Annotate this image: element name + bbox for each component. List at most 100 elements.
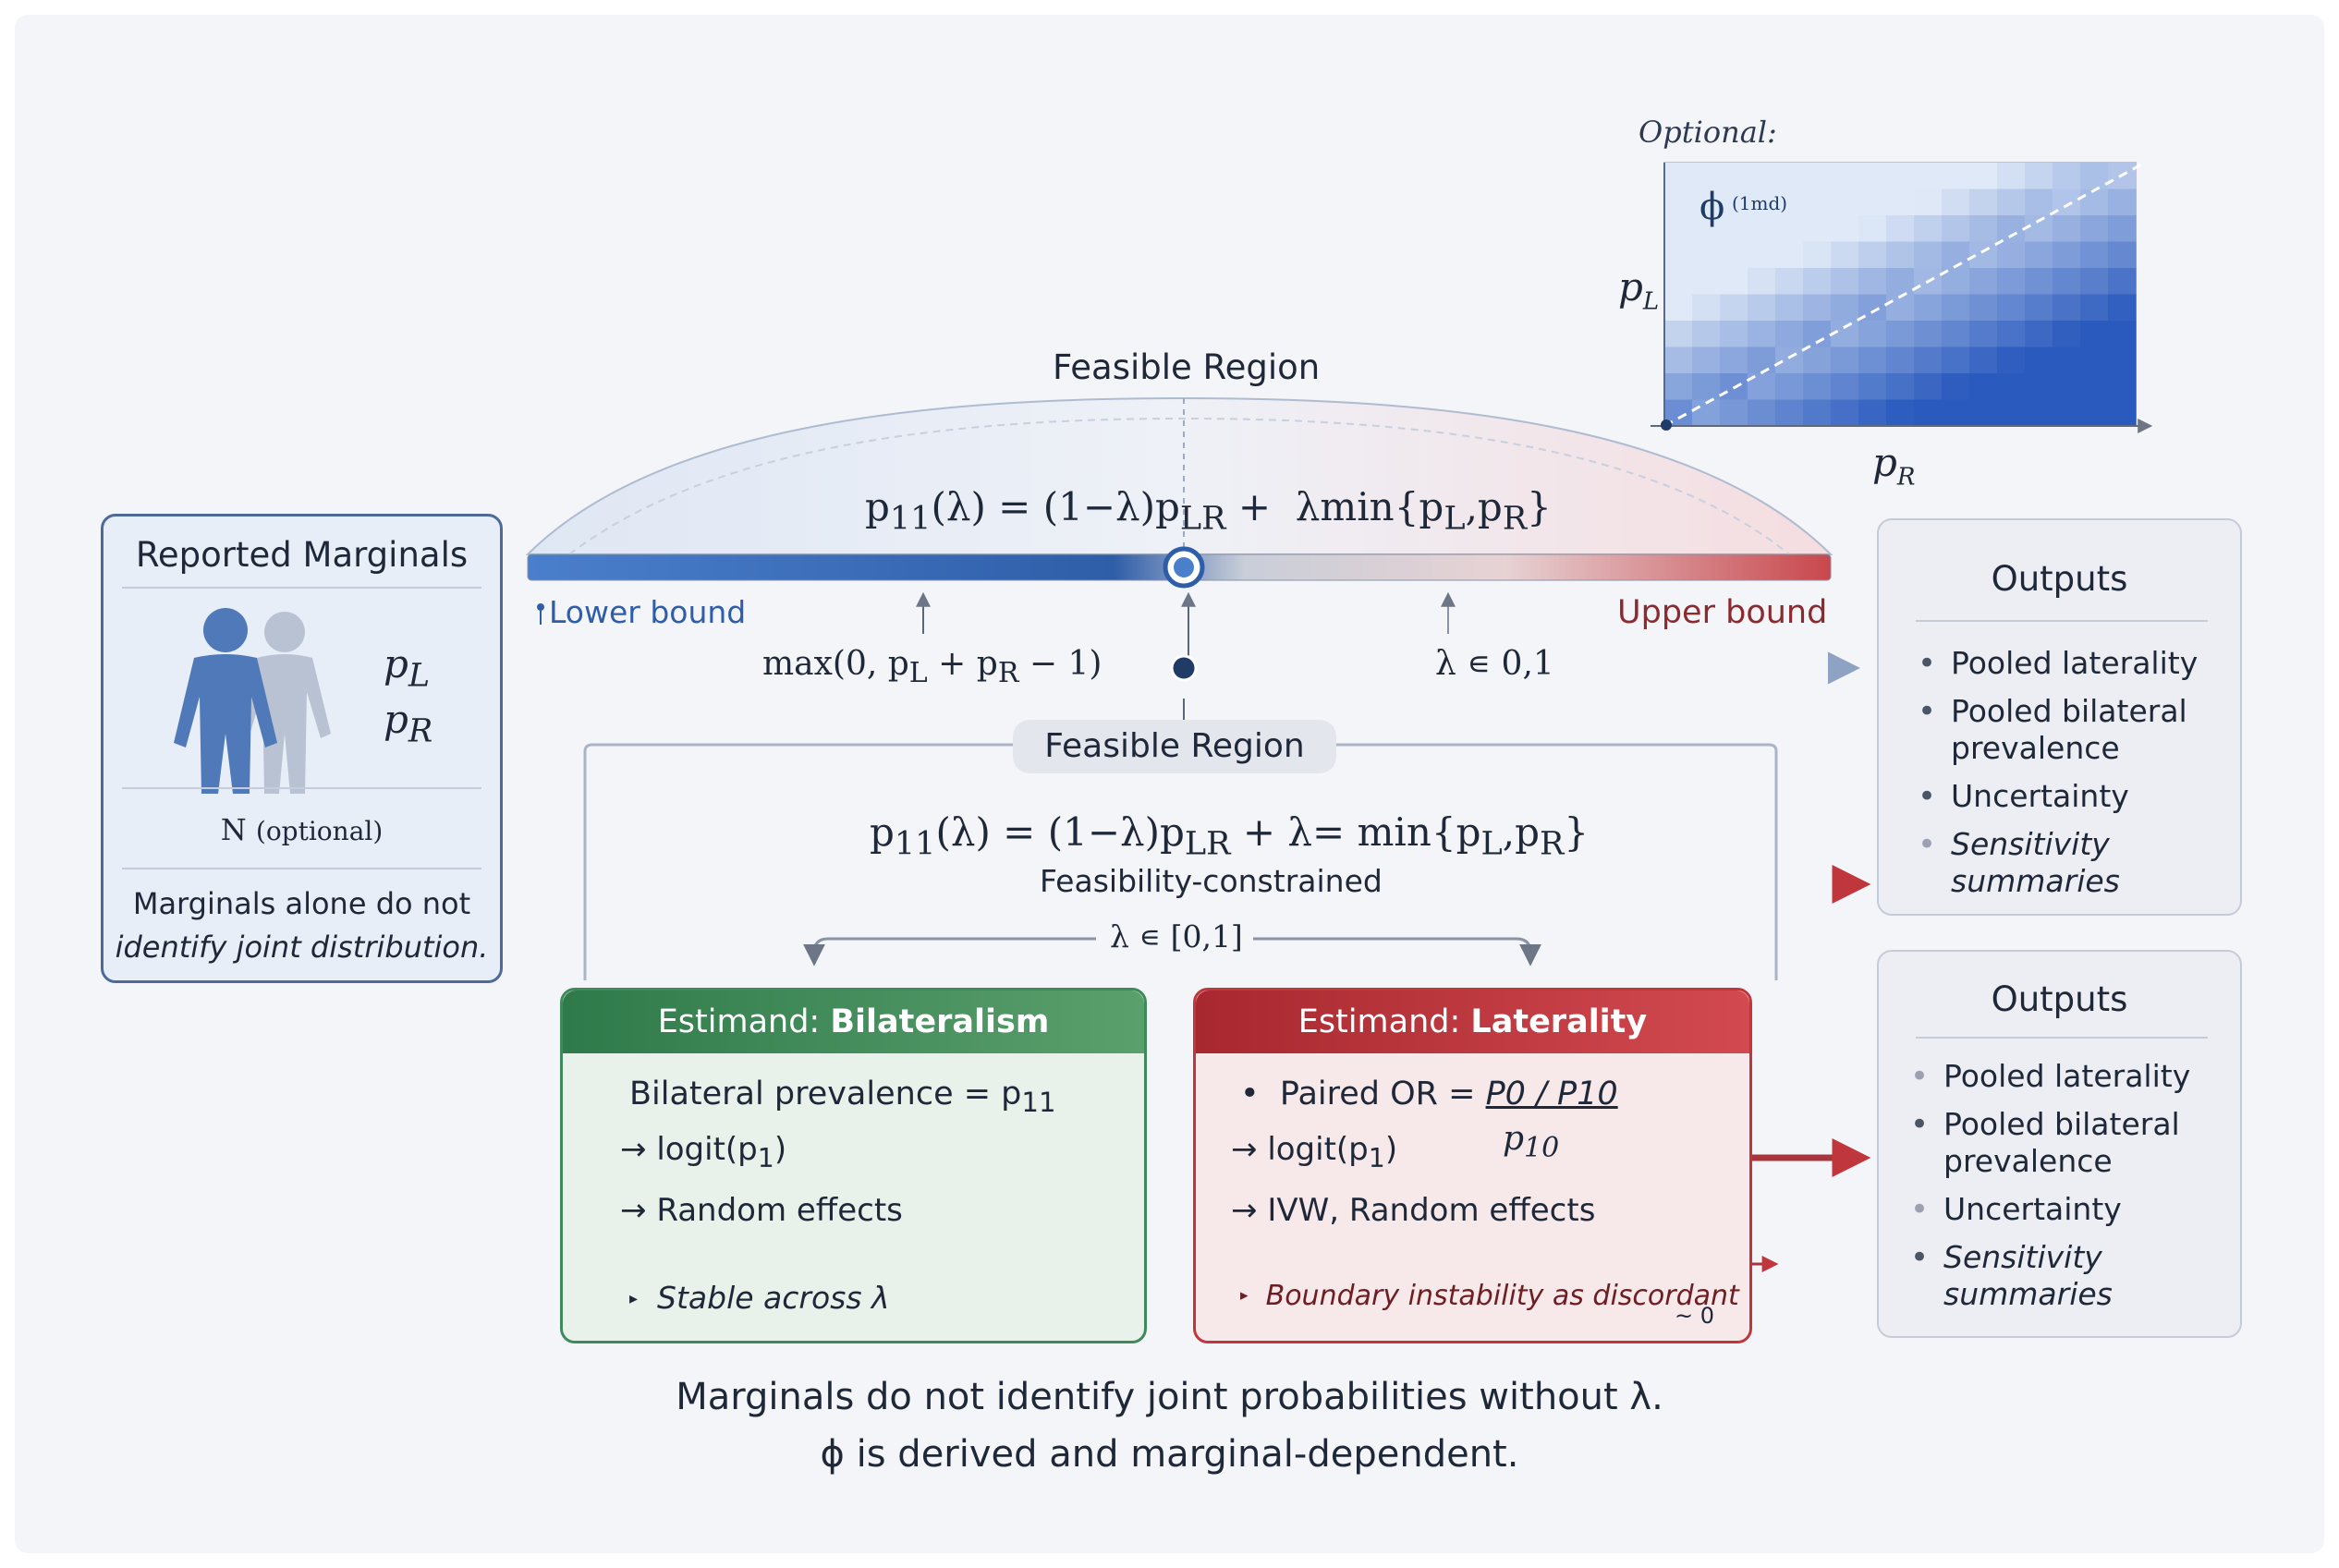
feasible-formula-mid: p11(λ) = (1−λ)pLR + λ= min{pL,pR} <box>870 809 1590 863</box>
heatmap-cell <box>2025 241 2053 269</box>
heatmap-cell <box>2080 321 2109 348</box>
heatmap-cell <box>1886 188 1915 216</box>
heatmap-cell <box>2108 373 2137 401</box>
heatmap-cell <box>1997 321 2026 348</box>
heatmap-cell <box>1886 373 1915 401</box>
heatmap-cell <box>2053 268 2081 296</box>
heatmap-cell <box>1775 241 1804 269</box>
heatmap-cell <box>1803 215 1832 243</box>
heatmap-cell <box>1831 373 1859 401</box>
bilateral-prevalence-line: Bilateral prevalence = p11 <box>629 1076 1056 1118</box>
heatmap-cell <box>1997 163 2026 190</box>
heatmap-cell <box>1942 399 1970 427</box>
heatmap-cell <box>2080 268 2109 296</box>
heatmap-cell <box>1831 268 1859 296</box>
heatmap-cell <box>1997 294 2026 322</box>
heatmap-cell <box>1942 188 1970 216</box>
caption-line2: ϕ is derived and marginal-dependent. <box>820 1433 1519 1476</box>
heatmap-cell <box>1969 163 1998 190</box>
laterality-ivw-line: → IVW, Random effects <box>1231 1192 1596 1229</box>
heatmap-cell <box>1692 215 1721 243</box>
heatmap-cell <box>1858 346 1887 374</box>
laterality-header: Estimand: Laterality <box>1196 991 1749 1053</box>
heatmap-cell <box>2080 188 2109 216</box>
heatmap-cell <box>1664 188 1693 216</box>
heatmap-cell <box>2108 268 2137 296</box>
heatmap-cell <box>1969 399 1998 427</box>
heatmap-cell <box>1886 399 1915 427</box>
heatmap-cell <box>2025 268 2053 296</box>
marginals-note-line2: identify joint distribution. <box>115 930 489 965</box>
heatmap-cell <box>1720 215 1748 243</box>
heatmap-cell <box>2053 399 2081 427</box>
arrow-right-icon: → <box>1231 1192 1258 1229</box>
heatmap-cell <box>1914 188 1943 216</box>
heatmap-cell <box>1886 215 1915 243</box>
upper-bound-label: Upper bound <box>1617 594 1828 631</box>
lower-bound-label: Lower bound <box>549 594 747 630</box>
laterality-boundary-note: ▸ Boundary instability as discordant <box>1240 1280 1739 1312</box>
heatmap-cell <box>1858 399 1887 427</box>
heatmap-cell <box>1720 321 1748 348</box>
heatmap-cell <box>1803 346 1832 374</box>
bilateral-stable-note: ▸ Stable across λ <box>629 1280 890 1316</box>
heatmap-cell <box>2080 294 2109 322</box>
heatmap-cell <box>1720 188 1748 216</box>
optional-label: Optional: <box>1639 115 1777 150</box>
heatmap-cell <box>1969 268 1998 296</box>
reported-marginals-panel: Reported Marginals pL pR N (optional) Ma… <box>101 514 503 983</box>
output-item: Pooled laterality <box>1916 645 2230 682</box>
bilateral-logit-line: → logit(p1) <box>620 1131 787 1173</box>
heatmap-cell <box>2025 321 2053 348</box>
heatmap-cell <box>1858 241 1887 269</box>
lambda-range-top: λ ∊ 0,1 <box>1424 645 1565 683</box>
heatmap-cell <box>1803 241 1832 269</box>
heatmap-cell <box>1997 268 2026 296</box>
pl-axis-label: pL <box>1618 264 1660 316</box>
heatmap-cell <box>1942 215 1970 243</box>
pr-label: pR <box>384 697 433 750</box>
heatmap-cell <box>1831 188 1859 216</box>
heatmap-cell <box>1775 321 1804 348</box>
heatmap-cell <box>1942 373 1970 401</box>
heatmap-cell <box>1720 294 1748 322</box>
feasibility-constrained-label: Feasibility-constrained <box>1027 863 1395 899</box>
heatmap-cell <box>1969 346 1998 374</box>
heatmap-cell <box>2080 399 2109 427</box>
heatmap-cell <box>1942 294 1970 322</box>
laterality-logit-line: → logit(p1) <box>1231 1131 1398 1173</box>
heatmap-cell <box>2108 215 2137 243</box>
heatmap-cell <box>1914 163 1943 190</box>
heatmap-cell <box>1748 163 1776 190</box>
arrow-right-icon: → <box>620 1192 647 1229</box>
heatmap-cell <box>1775 346 1804 374</box>
heatmap-cell <box>1803 373 1832 401</box>
heatmap-cell <box>1720 241 1748 269</box>
outputs-panel-bottom: Outputs Pooled laterality Pooled bilater… <box>1877 950 2242 1338</box>
diagonal-line <box>1663 161 2146 428</box>
heatmap-cell <box>1886 294 1915 322</box>
pr-axis-label: pR <box>1872 440 1916 492</box>
heatmap-cell <box>1997 215 2026 243</box>
heatmap-cell <box>1664 346 1693 374</box>
heatmap-cell <box>1775 188 1804 216</box>
heatmap-cell <box>1886 241 1915 269</box>
heatmap-cell <box>1803 163 1832 190</box>
heatmap-cell <box>2108 399 2137 427</box>
heatmap-cell <box>2080 163 2109 190</box>
heatmap-cell <box>1692 321 1721 348</box>
heatmap-cell <box>1914 399 1943 427</box>
heatmap-cell <box>1664 321 1693 348</box>
heatmap-cell <box>1831 163 1859 190</box>
output-item: Sensitivity summaries <box>1908 1239 2227 1313</box>
heatmap-cell <box>1775 268 1804 296</box>
marginals-note-line1: Marginals alone do not <box>132 886 471 921</box>
lower-bound-expression: max(0, pL + pR − 1) <box>749 645 1115 690</box>
heatmap-cell <box>1664 294 1693 322</box>
heatmap-cell <box>1914 321 1943 348</box>
heatmap-cell <box>2053 215 2081 243</box>
heatmap-cell <box>1803 268 1832 296</box>
heatmap-cell <box>2108 321 2137 348</box>
output-item: Pooled bilateral prevalence <box>1908 1106 2227 1180</box>
heatmap-cell <box>1969 321 1998 348</box>
